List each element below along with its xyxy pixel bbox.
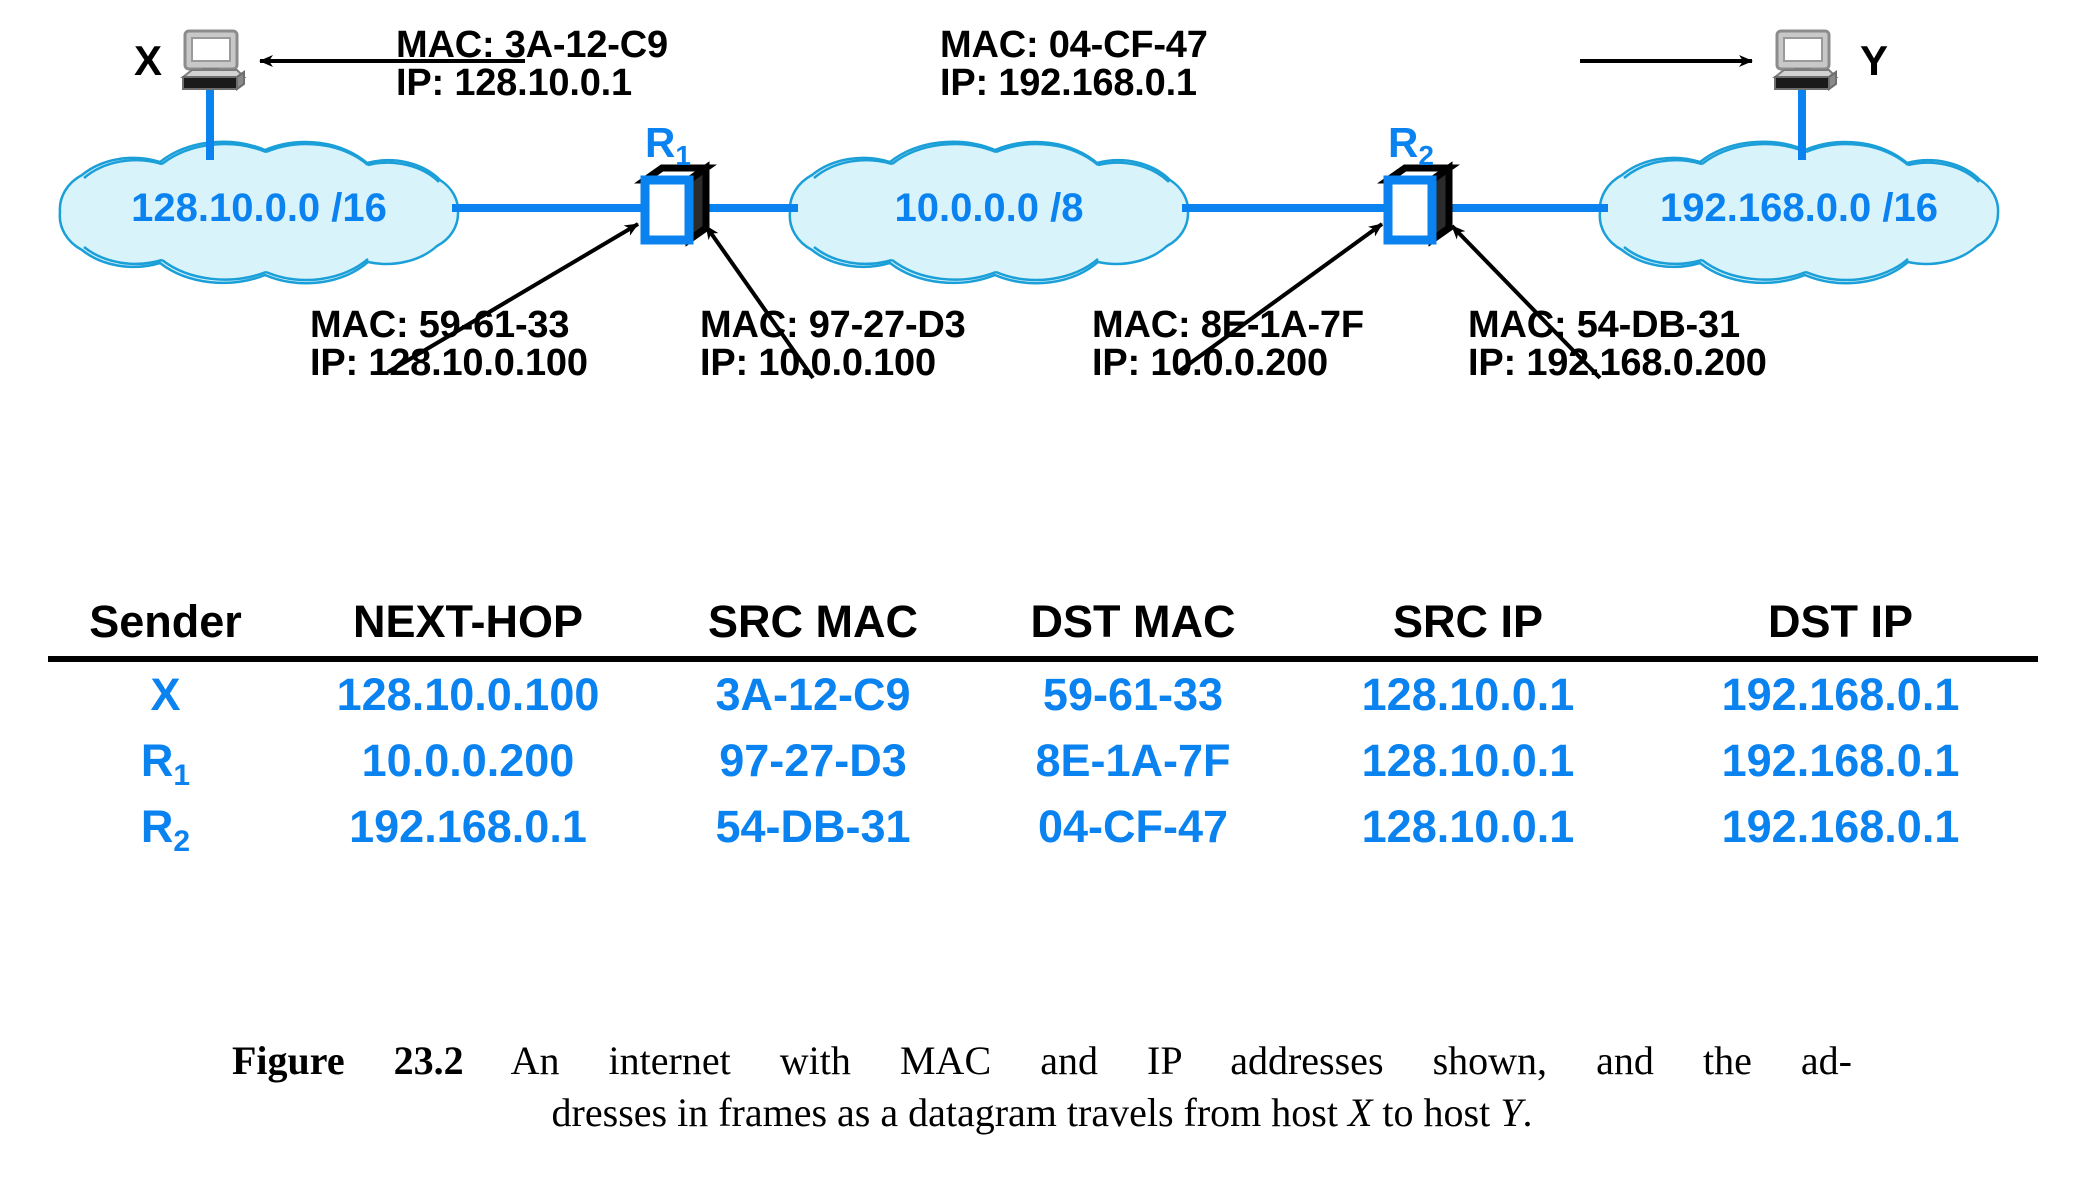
column-header-next-hop: NEXT-HOP: [352, 596, 584, 647]
r2-right-mac-label: MAC: 54-DB-31: [1468, 304, 1740, 346]
host-label-x: X: [134, 37, 163, 84]
figure-caption-line-2-pre: dresses in frames as a datagram travels …: [551, 1090, 1348, 1135]
cell-dst-ip: 192.168.0.1: [1721, 669, 1960, 720]
cell-src-ip: 128.10.0.1: [1361, 669, 1575, 720]
network-label-middle: 10.0.0.0 /8: [894, 186, 1084, 230]
host-x-mac-label: MAC: 3A-12-C9: [396, 24, 668, 66]
network-topology-diagram: [58, 29, 2000, 380]
cell-next-hop: 192.168.0.1: [349, 801, 587, 852]
figure-caption-host-y: Y: [1500, 1090, 1523, 1135]
cell-dst-mac: 04-CF-47: [1037, 801, 1229, 852]
cell-dst-ip: 192.168.0.1: [1721, 801, 1960, 852]
cell-sender-name: X: [150, 669, 181, 720]
cloud-network-left: [58, 140, 460, 285]
column-header-sender: Sender: [89, 596, 242, 647]
arrow-to-r2-left-interface: [1176, 222, 1384, 374]
router-icon-r1[interactable]: [633, 161, 718, 247]
table-row: X 128.10.0.100 3A-12-C9 59-61-33 128.10.…: [48, 659, 2038, 728]
r1-right-mac-label: MAC: 97-27-D3: [700, 304, 966, 346]
router-icon-r2[interactable]: [1376, 161, 1461, 247]
r2-left-mac-label: MAC: 8E-1A-7F: [1092, 304, 1364, 346]
figure-caption: Figure 23.2 An internet with MAC and IP …: [232, 1035, 1852, 1139]
arrow-to-r1-left-interface: [386, 222, 640, 374]
host-x-ip-label: IP: 128.10.0.1: [396, 62, 632, 104]
r1-left-ip-label: IP: 128.10.0.100: [310, 342, 588, 384]
figure-caption-host-x: X: [1347, 1090, 1373, 1135]
host-y-mac-label: MAC: 04-CF-47: [940, 24, 1208, 66]
router-label-r2-subscript: 2: [1418, 140, 1434, 171]
cell-sender-subscript: 1: [173, 759, 191, 792]
cell-dst-ip: 192.168.0.1: [1721, 735, 1960, 786]
figure-caption-line-2-mid: to host: [1372, 1090, 1501, 1135]
column-header-src-mac: SRC MAC: [708, 596, 918, 647]
cell-src-mac: 54-DB-31: [715, 801, 911, 852]
cell-sender: R1: [48, 728, 283, 794]
r1-right-ip-label: IP: 10.0.0.100: [700, 342, 936, 384]
computer-icon-host-y[interactable]: [1772, 29, 1839, 91]
network-label-right: 192.168.0.0 /16: [1659, 186, 1939, 230]
arrow-to-r2-right-interface: [1450, 224, 1602, 380]
cell-src-ip: 128.10.0.1: [1361, 735, 1575, 786]
network-label-left: 128.10.0.0 /16: [131, 186, 387, 230]
cell-next-hop: 10.0.0.200: [361, 735, 575, 786]
host-label-y: Y: [1860, 37, 1889, 84]
figure-number: Figure 23.2: [232, 1038, 464, 1083]
figure-caption-line-2-end: .: [1522, 1090, 1533, 1135]
figure-caption-line-1: An internet with MAC and IP addresses sh…: [510, 1038, 1853, 1083]
table-row: R2 192.168.0.1 54-DB-31 04-CF-47 128.10.…: [48, 794, 2038, 860]
r2-left-ip-label: IP: 10.0.0.200: [1092, 342, 1328, 384]
cell-dst-mac: 8E-1A-7F: [1035, 735, 1231, 786]
router-label-r1-name: R: [645, 119, 676, 166]
r1-left-mac-label: MAC: 59-61-33: [310, 304, 570, 346]
router-label-r2: R2: [1388, 119, 1434, 172]
computer-icon-host-x[interactable]: [180, 29, 247, 91]
cell-sender-name: R: [140, 801, 174, 852]
cell-next-hop: 128.10.0.100: [336, 669, 600, 720]
cell-src-mac: 3A-12-C9: [715, 669, 911, 720]
cell-sender-name: R: [140, 735, 174, 786]
table-row: R1 10.0.0.200 97-27-D3 8E-1A-7F 128.10.0…: [48, 728, 2038, 794]
router-label-r2-name: R: [1388, 119, 1419, 166]
column-header-dst-mac: DST MAC: [1030, 596, 1236, 647]
r2-right-ip-label: IP: 192.168.0.200: [1468, 342, 1767, 384]
column-header-dst-ip: DST IP: [1767, 596, 1914, 647]
arrow-to-r1-right-interface: [704, 224, 815, 380]
host-y-ip-label: IP: 192.168.0.1: [940, 62, 1197, 104]
cell-src-mac: 97-27-D3: [719, 735, 907, 786]
cloud-network-right: [1598, 140, 2000, 285]
cell-dst-mac: 59-61-33: [1042, 669, 1224, 720]
cell-sender-subscript: 2: [173, 825, 191, 858]
frame-address-table: Sender NEXT-HOP SRC MAC DST MAC SRC IP D…: [0, 596, 2079, 860]
cell-sender: X: [48, 659, 283, 728]
table-header-row: Sender NEXT-HOP SRC MAC DST MAC SRC IP D…: [48, 596, 2038, 659]
cloud-network-middle: [788, 140, 1190, 285]
column-header-src-ip: SRC IP: [1392, 596, 1544, 647]
router-label-r1-subscript: 1: [675, 140, 691, 171]
cell-src-ip: 128.10.0.1: [1361, 801, 1575, 852]
cell-sender: R2: [48, 794, 283, 860]
router-label-r1: R1: [645, 119, 691, 172]
